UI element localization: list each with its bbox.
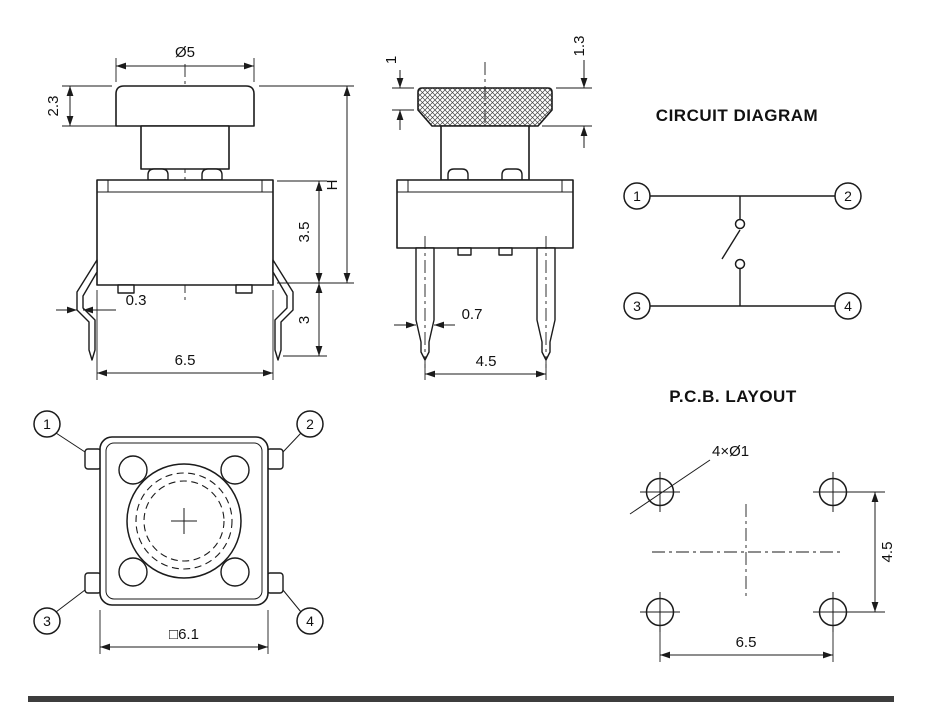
side-bump-left bbox=[447, 168, 469, 181]
switch-lever bbox=[721, 229, 741, 260]
callout-4-label: 4 bbox=[306, 613, 314, 629]
side-body bbox=[396, 179, 574, 249]
pcb-layout-title: P.C.B. LAYOUT bbox=[669, 387, 797, 406]
terminal-2-label: 2 bbox=[844, 188, 852, 204]
terminal-4-label: 4 bbox=[844, 298, 852, 314]
dim-cap-lip: 1.3 bbox=[542, 36, 592, 148]
top-button-dashed-2 bbox=[143, 480, 225, 562]
side-cap-hatched bbox=[417, 87, 553, 127]
top-rivet-2 bbox=[220, 455, 250, 485]
callout-1-label: 1 bbox=[43, 416, 51, 432]
dim-label-vertical-pitch: 4.5 bbox=[879, 542, 896, 563]
callout-3: 3 bbox=[33, 589, 86, 635]
switch-contact-bottom bbox=[734, 258, 746, 270]
dim-label-body-size: □6.1 bbox=[169, 626, 199, 643]
terminal-1-label: 1 bbox=[633, 188, 641, 204]
callout-2: 2 bbox=[282, 410, 324, 453]
dim-label-horizontal-pitch: 6.5 bbox=[736, 634, 757, 651]
terminal-1: 1 bbox=[623, 182, 651, 210]
dim-cap-top: 1 bbox=[383, 56, 414, 130]
top-button-dashed-1 bbox=[135, 472, 233, 570]
side-bump-right bbox=[501, 168, 523, 181]
side-view: 1 1.3 0.7 4.5 bbox=[383, 36, 592, 380]
top-tab-4 bbox=[266, 572, 284, 594]
circuit-diagram-title: CIRCUIT DIAGRAM bbox=[656, 106, 818, 125]
callout-1: 1 bbox=[33, 410, 86, 453]
front-view: Ø5 2.3 H 3.5 3 0.3 bbox=[45, 44, 354, 380]
dim-label-total-height: H bbox=[324, 180, 341, 191]
front-bump-left bbox=[147, 168, 169, 181]
front-leg-right bbox=[272, 259, 294, 361]
top-tab-1 bbox=[84, 448, 102, 470]
top-tab-3 bbox=[84, 572, 102, 594]
dim-label-pin-width: 0.7 bbox=[462, 306, 483, 323]
front-cap bbox=[115, 85, 255, 127]
side-stub-left bbox=[457, 247, 472, 256]
dim-cap-diameter: Ø5 bbox=[115, 44, 255, 82]
dim-label-cap-height: 2.3 bbox=[45, 96, 62, 117]
top-tab-2 bbox=[266, 448, 284, 470]
front-bump-right bbox=[201, 168, 223, 181]
top-rivet-1 bbox=[118, 455, 148, 485]
dim-label-leg-length: 3 bbox=[296, 316, 313, 324]
front-leg-left bbox=[76, 259, 98, 361]
terminal-4: 4 bbox=[834, 292, 862, 320]
dim-label-cap-lip: 1.3 bbox=[571, 36, 588, 57]
callout-2-label: 2 bbox=[306, 416, 314, 432]
front-body bbox=[96, 179, 274, 286]
terminal-3: 3 bbox=[623, 292, 651, 320]
switch-contact-top bbox=[734, 218, 746, 230]
circuit-diagram: CIRCUIT DIAGRAM 1 2 3 4 bbox=[623, 106, 862, 320]
terminal-3-label: 3 bbox=[633, 298, 641, 314]
pcb-hole-2 bbox=[813, 472, 853, 512]
dim-label-cap-top: 1 bbox=[383, 56, 400, 64]
dim-label-leg-thickness: 0.3 bbox=[126, 292, 147, 309]
hole-spec-callout: 4×Ø1 bbox=[629, 443, 749, 515]
bottom-divider bbox=[28, 696, 894, 702]
top-rivet-4 bbox=[220, 557, 250, 587]
hole-spec-label: 4×Ø1 bbox=[712, 443, 749, 460]
pcb-hole-1 bbox=[640, 472, 680, 512]
pcb-hole-3 bbox=[640, 592, 680, 632]
dim-pin-pitch: 4.5 bbox=[424, 353, 547, 380]
side-stub-right bbox=[498, 247, 513, 256]
dim-leg-length: 3 bbox=[283, 283, 327, 357]
terminal-2: 2 bbox=[834, 182, 862, 210]
dim-pin-width: 0.7 bbox=[394, 306, 483, 329]
callout-3-label: 3 bbox=[43, 613, 51, 629]
pcb-layout: P.C.B. LAYOUT 4×Ø1 4.5 bbox=[629, 387, 896, 662]
dim-body-height: 3.5 bbox=[277, 180, 327, 283]
front-stem bbox=[140, 125, 230, 170]
dim-total-height: H bbox=[259, 85, 354, 284]
top-button-outer bbox=[126, 463, 242, 579]
dim-leg-thickness: 0.3 bbox=[56, 292, 147, 314]
pcb-hole-4 bbox=[813, 592, 853, 632]
top-rivet-3 bbox=[118, 557, 148, 587]
callout-4: 4 bbox=[282, 589, 324, 635]
dim-label-cap-diameter: Ø5 bbox=[175, 44, 195, 61]
dim-horizontal-pitch: 6.5 bbox=[659, 628, 834, 662]
dim-body-size: □6.1 bbox=[99, 610, 269, 654]
top-body-inner bbox=[105, 442, 263, 600]
dim-vertical-pitch: 4.5 bbox=[848, 491, 896, 613]
top-view: 1 2 3 4 □6.1 bbox=[33, 410, 324, 654]
dim-label-pin-pitch: 4.5 bbox=[476, 353, 497, 370]
front-foot-right bbox=[235, 284, 253, 294]
dim-cap-height: 2.3 bbox=[45, 85, 137, 127]
front-foot-left bbox=[117, 284, 135, 294]
dim-label-body-height: 3.5 bbox=[296, 222, 313, 243]
dim-label-body-width: 6.5 bbox=[175, 352, 196, 369]
dim-body-width: 6.5 bbox=[96, 290, 274, 380]
